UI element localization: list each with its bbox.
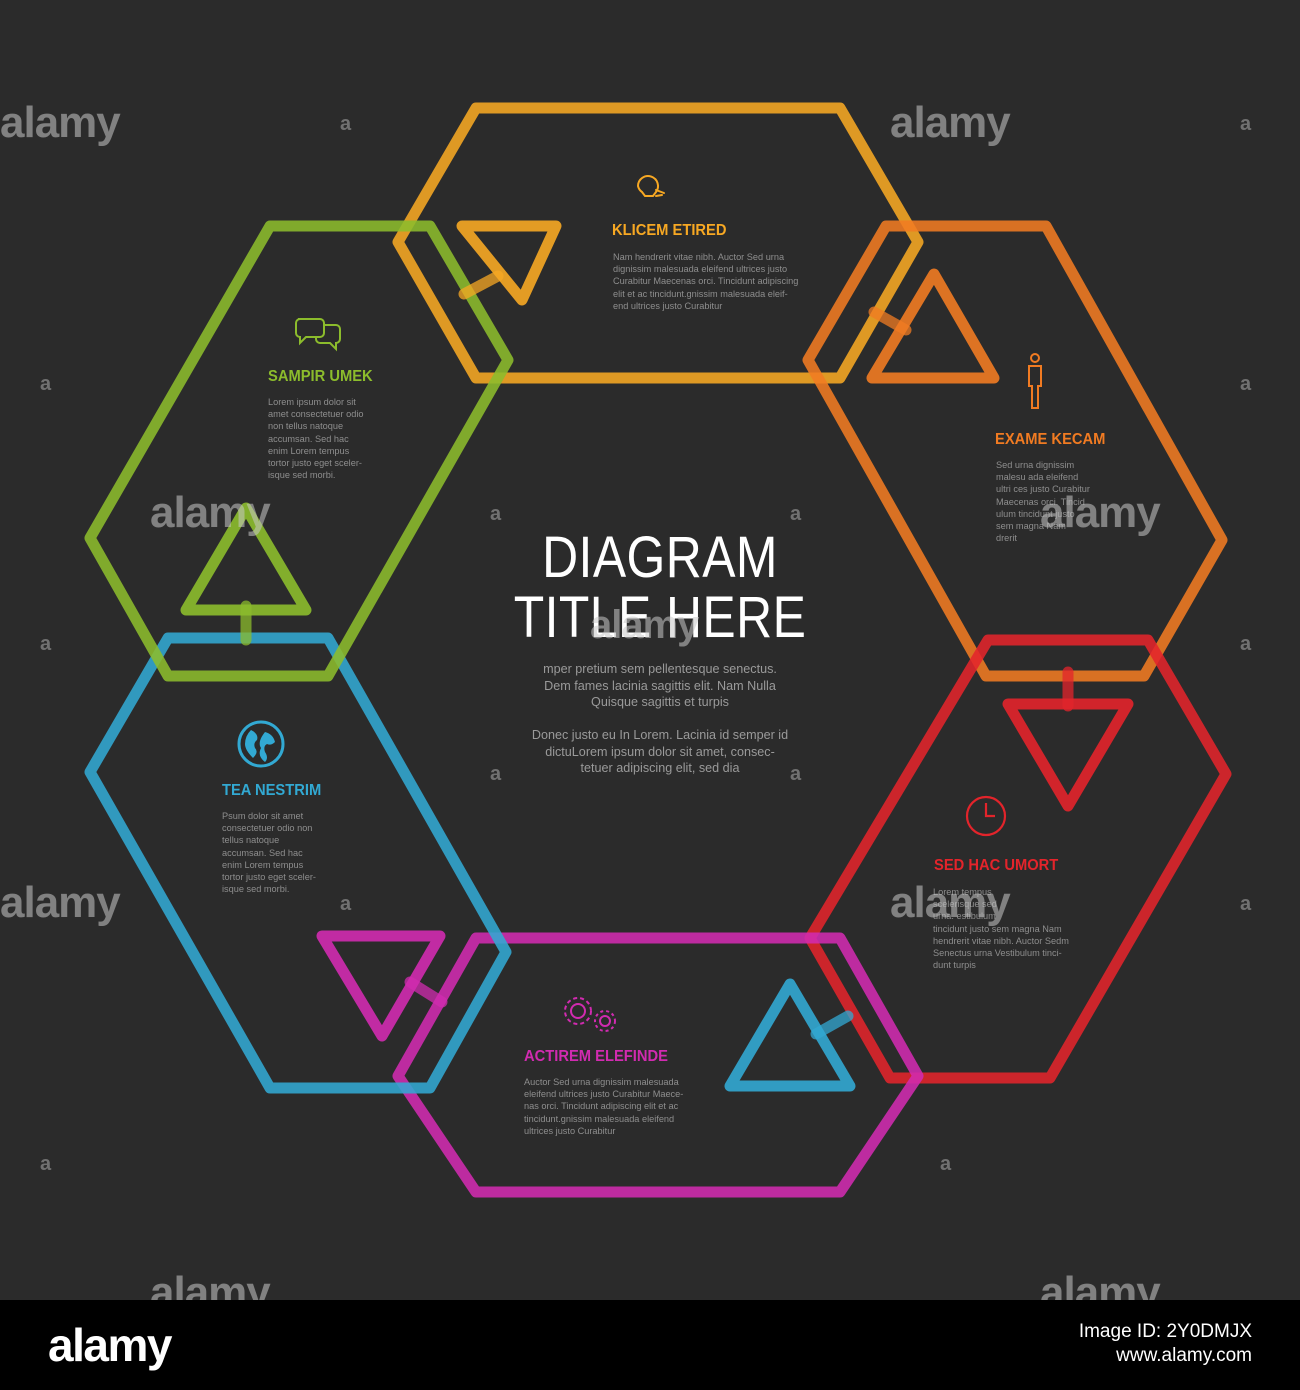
hexagon-upper-right	[802, 220, 1228, 682]
watermark-letter: a	[790, 503, 802, 525]
image-id: Image ID: 2Y0DMJX	[1078, 1321, 1252, 1342]
watermark-letter: a	[40, 633, 52, 655]
watermark-letter: a	[790, 763, 802, 785]
watermark: alamy	[590, 603, 699, 647]
center-paragraph-1: mper pretium sem pellentesque senectus. …	[543, 662, 777, 709]
step-title-lower-left: TEA NESTRIM	[222, 782, 322, 799]
step-body-upper-left: Lorem ipsum dolor sit amet consectetuer …	[268, 397, 364, 481]
diagram-stage: KLICEM ETIRED Nam hendrerit vitae nibh. …	[0, 98, 1252, 1317]
step-body-top: Nam hendrerit vitae nibh. Auctor Sed urn…	[613, 252, 799, 311]
step-title-lower-right: SED HAC UMORT	[934, 857, 1059, 874]
step-title-upper-left: SAMPIR UMEK	[268, 368, 373, 385]
watermark-letter: a	[340, 893, 352, 915]
step-body-lower-left: Psum dolor sit amet consectetuer odio no…	[222, 811, 316, 895]
step-title-top: KLICEM ETIRED	[612, 222, 727, 239]
hexagon-lower-right	[804, 634, 1232, 1084]
arrow-triangle-lower-right	[1002, 698, 1134, 812]
page-title: DIAGRAM TITLE HERE	[497, 528, 824, 648]
connector-top	[458, 270, 504, 300]
watermark-letter: a	[1240, 893, 1252, 915]
arrow-triangle-top	[456, 220, 562, 306]
title-line-2: TITLE HERE	[513, 585, 807, 650]
watermark: alamy	[0, 878, 121, 927]
watermark-letter: a	[490, 763, 502, 785]
chat-bubbles-icon	[294, 313, 344, 358]
step-title-upper-right: EXAME KECAM	[995, 431, 1106, 448]
step-body-lower-right: Lorem tempus scelerisque sed urna. estib…	[933, 887, 1069, 971]
footer-info: Image ID: 2Y0DMJX www.alamy.com	[1079, 1320, 1252, 1368]
hexagon-cycle-diagram	[84, 102, 1232, 1198]
watermark-letter: a	[1240, 633, 1252, 655]
watermark: alamy	[1040, 488, 1161, 537]
watermark: alamy	[890, 98, 1011, 147]
person-icon	[1024, 352, 1046, 417]
step-body-upper-right: Sed urna dignissim malesu ada eleifend u…	[996, 460, 1090, 544]
alamy-logo: alamy	[48, 1319, 172, 1371]
footer-bar: alamy Image ID: 2Y0DMJX www.alamy.com	[0, 1300, 1300, 1390]
clock-icon	[963, 795, 1009, 842]
hexagon-bottom	[392, 932, 924, 1198]
watermark-letter: a	[1240, 113, 1252, 135]
center-paragraph-2: Donec justo eu In Lorem. Lacinia id semp…	[531, 728, 789, 775]
step-title-bottom: ACTIREM ELEFINDE	[524, 1048, 668, 1065]
step-body-bottom: Auctor Sed urna dignissim malesuada elei…	[524, 1077, 684, 1136]
title-line-1: DIAGRAM	[542, 525, 778, 590]
arrow-triangle-lower-left	[724, 978, 856, 1092]
connector-bottom	[404, 976, 448, 1008]
watermark-letter: a	[40, 1153, 52, 1175]
site-url: www.alamy.com	[1116, 1345, 1252, 1366]
watermark: alamy	[150, 488, 271, 537]
hexagon-lower-left	[84, 632, 512, 1094]
watermark-letter: a	[340, 113, 352, 135]
watermark: alamy	[0, 98, 121, 147]
globe-icon	[237, 720, 285, 773]
lightbulb-icon	[634, 170, 668, 207]
watermark-letter: a	[940, 1153, 952, 1175]
connector-upper-right	[868, 306, 912, 336]
watermark: alamy	[890, 878, 1011, 927]
watermark-letter: a	[490, 503, 502, 525]
hexagon-upper-left	[84, 220, 514, 682]
hexagon-top	[392, 102, 924, 384]
connector-lower-left	[810, 1010, 854, 1040]
watermark-letter: a	[1240, 373, 1252, 395]
gears-icon	[560, 993, 622, 1040]
watermark-letter: a	[40, 373, 52, 395]
